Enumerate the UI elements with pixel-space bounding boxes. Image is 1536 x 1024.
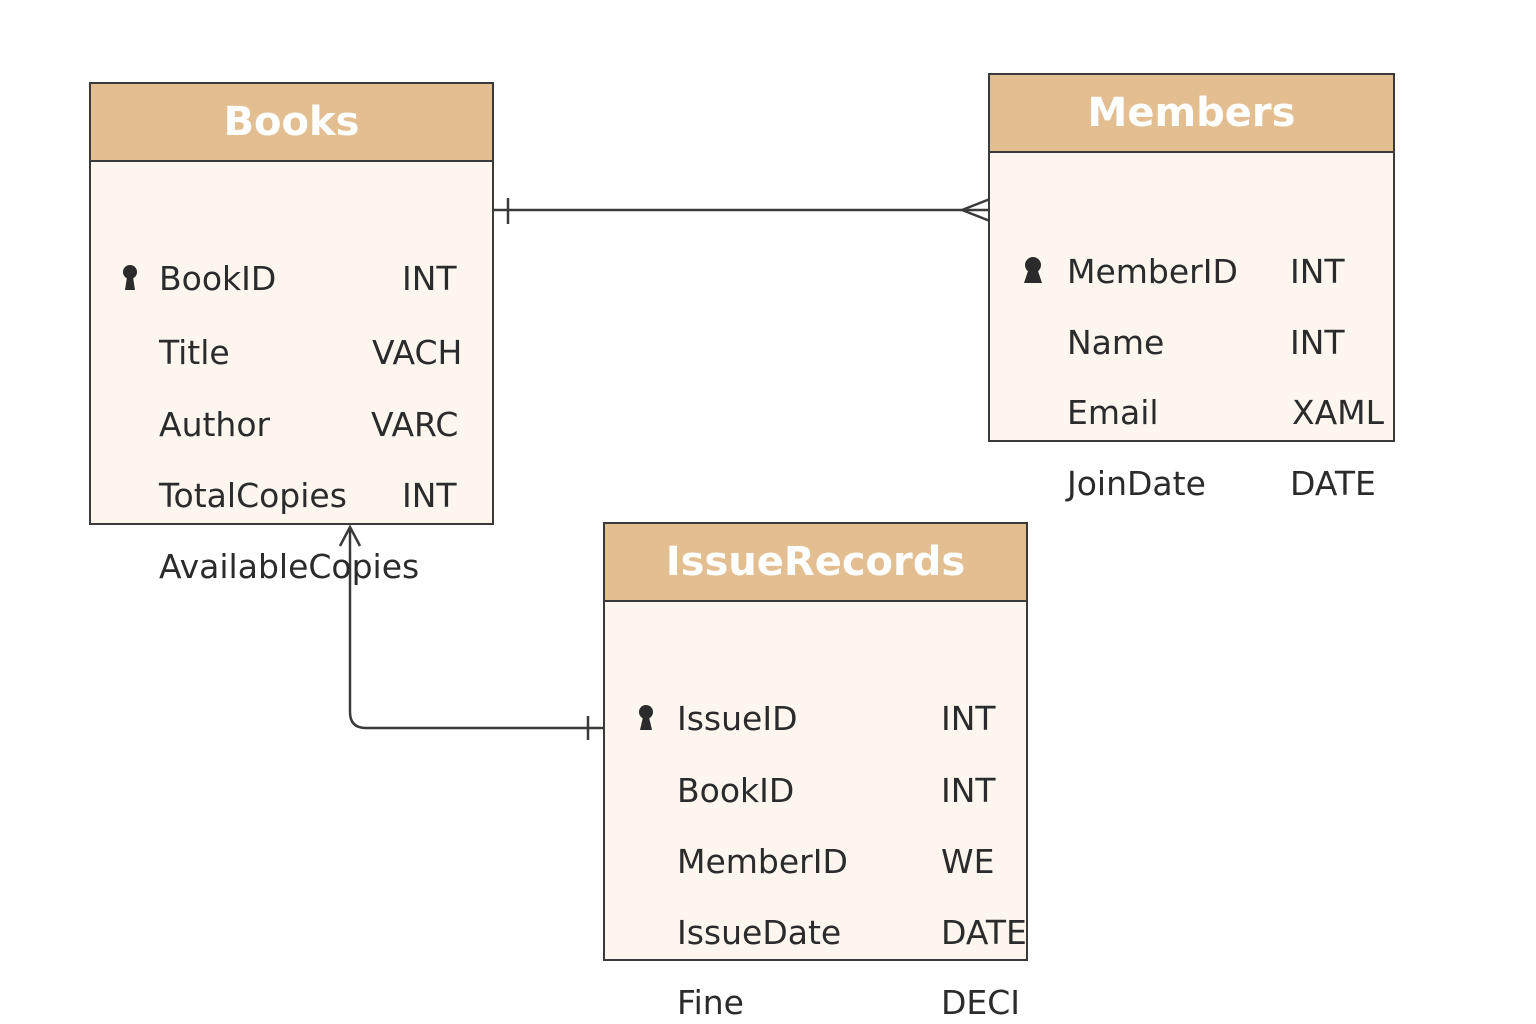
primary-key-icon: [635, 702, 657, 734]
field-type: INT: [402, 475, 457, 515]
field-name: BookID: [159, 258, 277, 298]
field-row: JoinDate DATE: [990, 463, 1393, 503]
entity-members-header: Members: [990, 75, 1393, 153]
primary-key-icon: [1022, 255, 1044, 287]
entity-books[interactable]: Books BookID INT Title VACH Author VARC …: [89, 82, 494, 586]
field-name: BookID: [677, 770, 795, 810]
entity-issuerecords-header: IssueRecords: [605, 524, 1026, 602]
field-row: BookID INT: [605, 770, 1026, 810]
field-row: MemberID WE: [605, 841, 1026, 881]
field-name: Author: [159, 404, 271, 444]
field-type: VARC: [371, 404, 459, 444]
field-name: MemberID: [1067, 251, 1238, 291]
members-end-crowfoot-marker: [961, 197, 991, 223]
field-row: IssueID INT: [605, 698, 1026, 738]
field-row: AvailableCopies: [91, 546, 492, 586]
field-name: IssueID: [677, 698, 798, 738]
field-name: JoinDate: [1067, 463, 1206, 503]
issuerecords-books-connector: [348, 527, 603, 730]
field-row: IssueDate DATE: [605, 912, 1027, 952]
field-type: DECI: [941, 982, 1021, 1022]
field-type: INT: [941, 770, 996, 810]
field-row: BookID INT: [91, 258, 492, 298]
field-type: INT: [1290, 322, 1345, 362]
field-row: Fine DECI: [605, 982, 1026, 1022]
primary-key-icon: [119, 262, 141, 294]
field-row: Author VARC: [91, 404, 492, 444]
field-row: Email XAML: [990, 392, 1393, 432]
field-type: WE: [941, 841, 995, 881]
field-type: DATE: [941, 912, 1027, 952]
field-name: AvailableCopies: [159, 546, 420, 586]
entity-members[interactable]: Members MemberID INT Name INT Email XAML…: [988, 73, 1395, 503]
field-name: TotalCopies: [159, 475, 347, 515]
field-type: VACH: [372, 332, 463, 372]
field-row: TotalCopies INT: [91, 475, 492, 515]
field-name: Fine: [677, 982, 744, 1022]
field-name: IssueDate: [677, 912, 842, 952]
field-name: MemberID: [677, 841, 848, 881]
field-type: DATE: [1290, 463, 1376, 503]
field-type: INT: [1290, 251, 1345, 291]
field-name: Name: [1067, 322, 1165, 362]
field-type: INT: [941, 698, 996, 738]
field-type: XAML: [1292, 392, 1385, 432]
field-type: INT: [402, 258, 457, 298]
entity-issuerecords[interactable]: IssueRecords IssueID INT BookID INT Memb…: [603, 522, 1028, 1022]
field-row: MemberID INT: [990, 251, 1393, 291]
entity-books-header: Books: [91, 84, 492, 162]
field-name: Email: [1067, 392, 1159, 432]
field-row: Title VACH: [91, 332, 492, 372]
books-end-arrow-marker: [338, 524, 362, 547]
field-row: Name INT: [990, 322, 1393, 362]
field-name: Title: [159, 332, 230, 372]
